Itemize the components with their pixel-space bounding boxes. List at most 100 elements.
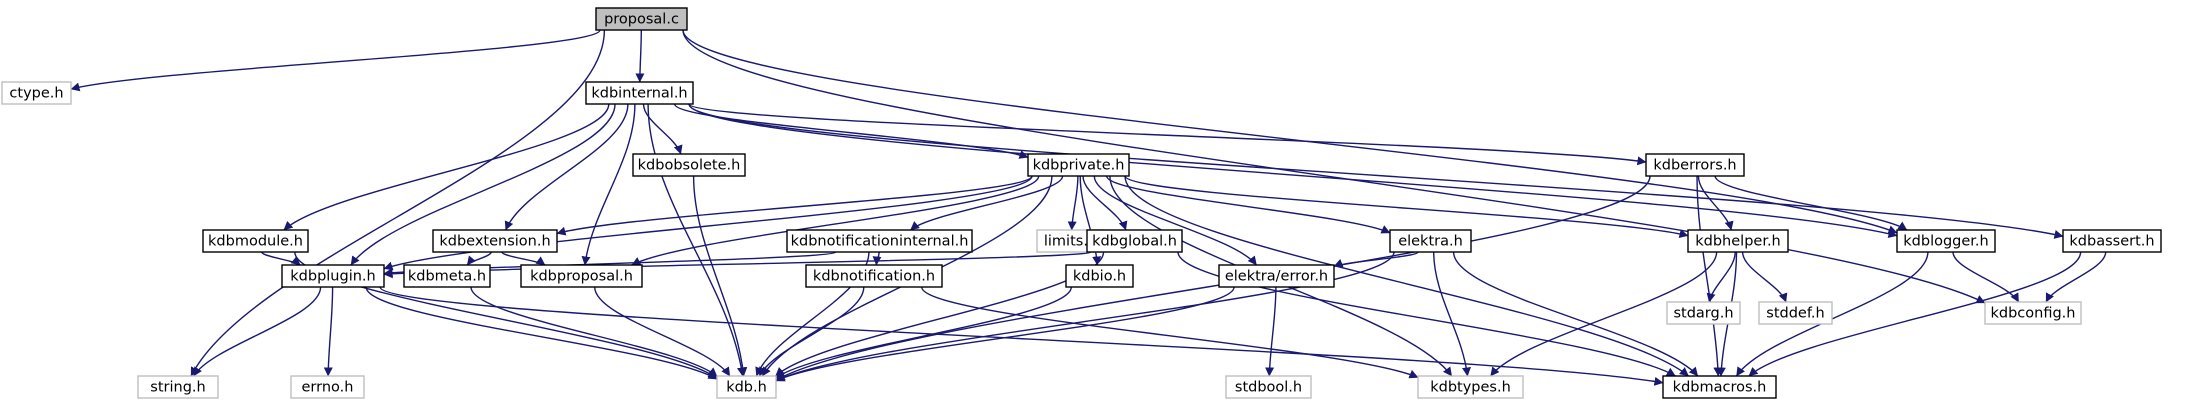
node-box-kdbmeta <box>403 264 491 288</box>
node-box-stdbool <box>1225 375 1312 399</box>
node-stddef: stddef.h <box>1758 301 1833 325</box>
edge-kdblogger-to-kdbmacros <box>1735 251 1929 377</box>
edge-elektra-to-kdbmacros <box>1452 251 1699 377</box>
node-kdbprivate[interactable]: kdbprivate.h <box>1027 153 1130 177</box>
node-string: string.h <box>137 375 219 399</box>
node-box-kdbextension <box>432 229 558 253</box>
node-kdbmodule[interactable]: kdbmodule.h <box>202 229 309 253</box>
node-label-kdbnotification: kdbnotification.h <box>813 269 935 285</box>
node-kdbextension[interactable]: kdbextension.h <box>432 229 558 253</box>
node-elektra[interactable]: elektra.h <box>1389 229 1472 253</box>
node-box-kdbprivate <box>1027 153 1130 177</box>
node-label-string: string.h <box>150 380 205 396</box>
node-label-elektraerror: elektra/error.h <box>1225 269 1328 285</box>
node-proposal[interactable]: proposal.c <box>595 7 688 31</box>
node-label-kdbassert: kdbassert.h <box>2069 234 2154 250</box>
node-box-kdbmodule <box>202 229 309 253</box>
node-box-kdbassert <box>2062 229 2162 253</box>
node-errno: errno.h <box>290 375 365 399</box>
edge-proposal-to-kdbinternal <box>635 29 645 83</box>
node-kdbio[interactable]: kdbio.h <box>1065 264 1134 288</box>
node-label-stdarg: stdarg.h <box>1673 306 1733 322</box>
node-label-kdbtypes: kdbtypes.h <box>1430 380 1511 396</box>
node-kdbtypes: kdbtypes.h <box>1417 375 1524 399</box>
edge-kdbprivate-to-kdbmacros <box>1124 175 1689 377</box>
edge-kdblogger-to-kdbconfig <box>1952 251 2020 303</box>
node-label-kdbprivate: kdbprivate.h <box>1033 158 1125 174</box>
node-label-stdbool: stdbool.h <box>1235 380 1302 396</box>
node-box-stdarg <box>1666 301 1741 325</box>
node-elektraerror[interactable]: elektra/error.h <box>1218 264 1335 288</box>
edge-elektra-to-elektraerror <box>1333 251 1419 268</box>
node-kdblogger[interactable]: kdblogger.h <box>1896 229 1996 253</box>
edge-kdbprivate-to-kdbproposal <box>631 175 1040 266</box>
edge-kdbobsolete-to-kdb <box>692 175 748 377</box>
node-kdbassert[interactable]: kdbassert.h <box>2062 229 2162 253</box>
node-box-elektra <box>1389 229 1472 253</box>
node-box-kdbio <box>1065 264 1134 288</box>
edge-elektraerror-to-kdb <box>775 286 1235 382</box>
node-box-kdbplugin <box>281 264 385 288</box>
edge-kdbinternal-to-kdbproposal <box>581 103 636 266</box>
edge-kdbplugin-to-kdb <box>365 286 718 380</box>
node-kdbobsolete[interactable]: kdbobsolete.h <box>632 153 746 177</box>
node-kdbplugin[interactable]: kdbplugin.h <box>281 264 385 288</box>
node-kdb: kdb.h <box>716 375 777 399</box>
edge-kdbinternal-to-kdberrors <box>688 103 1647 166</box>
node-kdbnotificationinternal[interactable]: kdbnotificationinternal.h <box>786 229 973 253</box>
edge-elektra-to-kdb <box>775 251 1395 382</box>
node-label-stddef: stddef.h <box>1766 306 1824 322</box>
node-label-proposal: proposal.c <box>604 12 679 28</box>
node-kdbhelper[interactable]: kdbhelper.h <box>1687 229 1789 253</box>
node-kdbmacros[interactable]: kdbmacros.h <box>1662 375 1777 399</box>
node-kdberrors[interactable]: kdberrors.h <box>1645 153 1745 177</box>
node-box-kdbglobal <box>1086 229 1183 253</box>
edge-kdbplugin-to-errno <box>323 286 334 377</box>
edge-kdbnotification-to-kdbtypes <box>921 286 1419 379</box>
node-label-kdb: kdb.h <box>726 380 767 396</box>
edge-proposal-to-kdbconfig <box>682 29 1986 304</box>
node-label-kdbnotificationinternal: kdbnotificationinternal.h <box>791 234 969 250</box>
edge-kdbhelper-to-kdbtypes <box>1490 251 1718 377</box>
node-label-kdbobsolete: kdbobsolete.h <box>638 158 741 174</box>
node-label-kdbmacros: kdbmacros.h <box>1673 380 1767 396</box>
edge-kdbassert-to-kdbmacros <box>1748 251 2082 377</box>
edge-kdbplugin-to-kdbmacros <box>379 286 1664 386</box>
node-box-kdbhelper <box>1687 229 1789 253</box>
node-box-kdbtypes <box>1417 375 1524 399</box>
node-label-kdberrors: kdberrors.h <box>1653 158 1736 174</box>
edge-layer <box>70 29 2107 386</box>
node-kdbnotification[interactable]: kdbnotification.h <box>805 264 943 288</box>
node-box-kdbobsolete <box>632 153 746 177</box>
edge-kdbinternal-to-kdbplugin <box>350 103 616 266</box>
node-label-kdbmodule: kdbmodule.h <box>208 234 303 250</box>
edge-kdbinternal-to-kdbassert <box>688 103 2064 239</box>
node-label-kdbmeta: kdbmeta.h <box>408 269 486 285</box>
edge-kdbplugin-to-string <box>193 286 322 377</box>
edge-kdbextension-to-kdbproposal <box>501 251 546 266</box>
node-kdbinternal[interactable]: kdbinternal.h <box>585 81 694 105</box>
edge-kdbprivate-to-kdbhelper <box>1124 175 1689 239</box>
edge-kdbhelper-to-stdarg <box>1706 251 1736 303</box>
node-label-kdbconfig: kdbconfig.h <box>1991 306 2076 322</box>
edge-kdbproposal-to-kdb <box>594 286 731 377</box>
edge-kdbio-to-kdb <box>775 286 1072 379</box>
edge-proposal-to-kdblogger <box>682 29 1898 234</box>
node-kdbmeta[interactable]: kdbmeta.h <box>403 264 491 288</box>
edge-kdbassert-to-kdbconfig <box>2045 251 2107 303</box>
node-box-ctype <box>1 81 72 105</box>
node-label-kdbglobal: kdbglobal.h <box>1092 234 1177 250</box>
edge-kdbmodule-to-kdbplugin <box>261 251 301 266</box>
node-label-limits: limits.h <box>1044 234 1097 250</box>
node-box-kdb <box>716 375 777 399</box>
node-kdbglobal[interactable]: kdbglobal.h <box>1086 229 1183 253</box>
node-stdbool: stdbool.h <box>1225 375 1312 399</box>
node-box-kdberrors <box>1645 153 1745 177</box>
node-label-kdbplugin: kdbplugin.h <box>290 269 375 285</box>
node-kdbproposal[interactable]: kdbproposal.h <box>520 264 643 288</box>
edge-kdberrors-to-kdbmacros <box>1696 175 1723 377</box>
node-box-kdbnotification <box>805 264 943 288</box>
edge-kdbprivate-to-elektraerror <box>1093 175 1258 266</box>
